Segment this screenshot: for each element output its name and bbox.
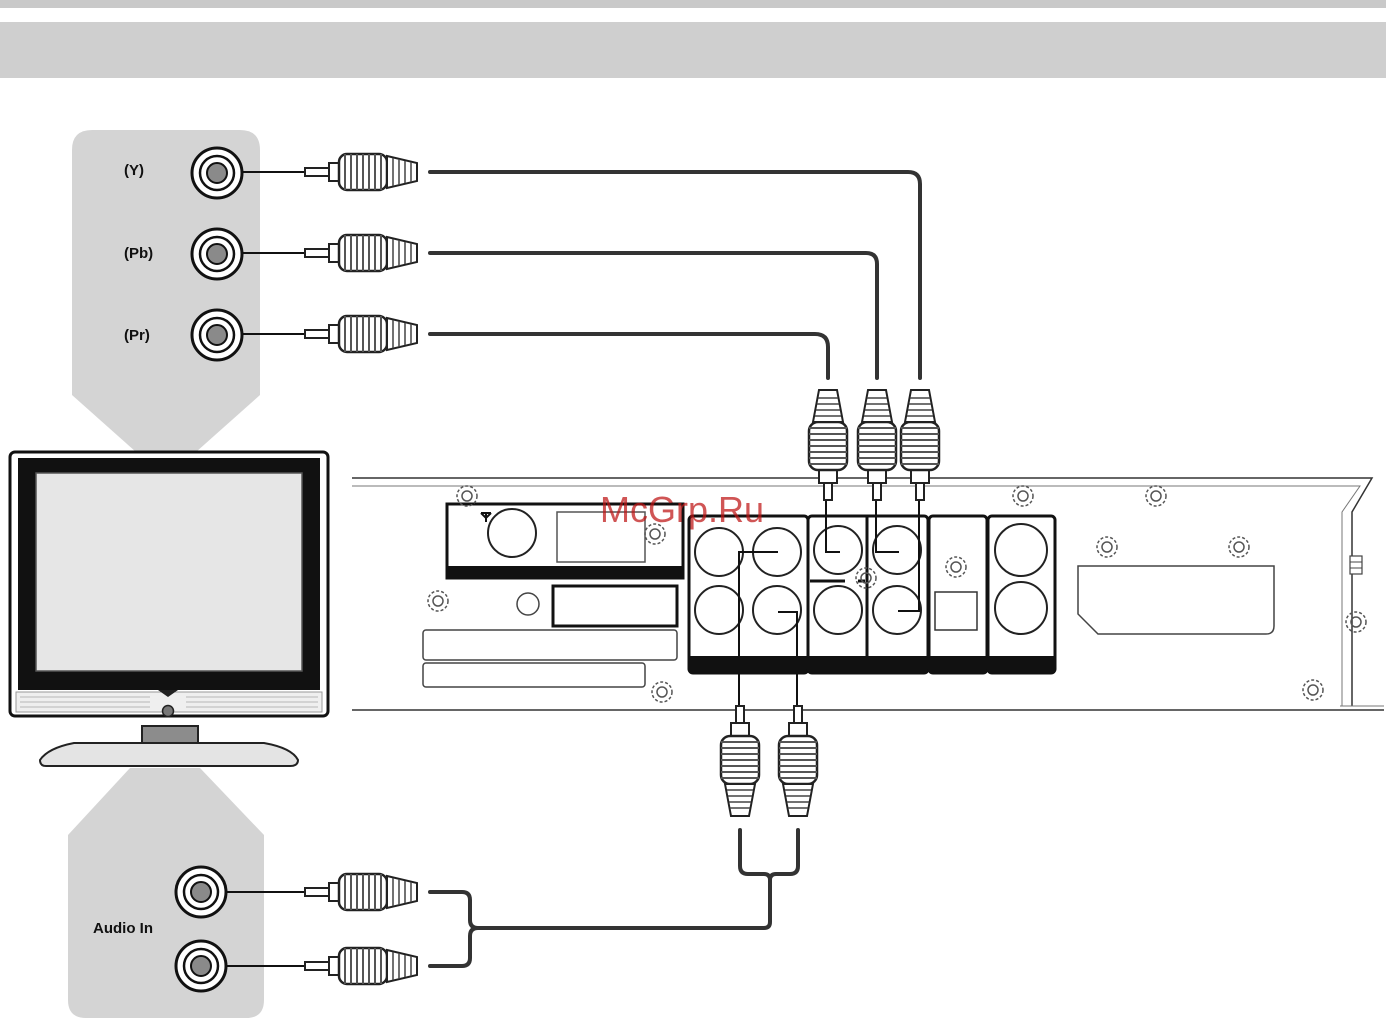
rca-plug-audio-l-player <box>721 706 759 816</box>
rca-plug-pb-player <box>858 390 896 500</box>
label-y: (Y) <box>124 162 144 179</box>
jack-audio-r-icon <box>176 941 226 991</box>
label-audio-in: Audio In <box>93 920 153 937</box>
label-pr: (Pr) <box>124 327 150 344</box>
label-pb: (Pb) <box>124 245 153 262</box>
jack-pb-icon <box>192 229 242 279</box>
watermark: McGrp.Ru <box>600 489 764 530</box>
rca-plug-audio-r-player <box>779 706 817 816</box>
jack-audio-l-icon <box>176 867 226 917</box>
rca-plug-pr <box>305 316 417 352</box>
player-rear-panel <box>352 478 1384 710</box>
tv-power-led-icon <box>163 706 174 717</box>
tv-set <box>10 452 328 766</box>
tv-screen <box>36 473 302 671</box>
rca-plug-audio-l <box>305 874 417 910</box>
rca-plug-audio-r <box>305 948 417 984</box>
rca-plug-pr-player <box>809 390 847 500</box>
rca-plug-y <box>305 154 417 190</box>
jack-pr-icon <box>192 310 242 360</box>
jack-y-icon <box>192 148 242 198</box>
rca-plug-y-player <box>901 390 939 500</box>
rca-plug-pb <box>305 235 417 271</box>
